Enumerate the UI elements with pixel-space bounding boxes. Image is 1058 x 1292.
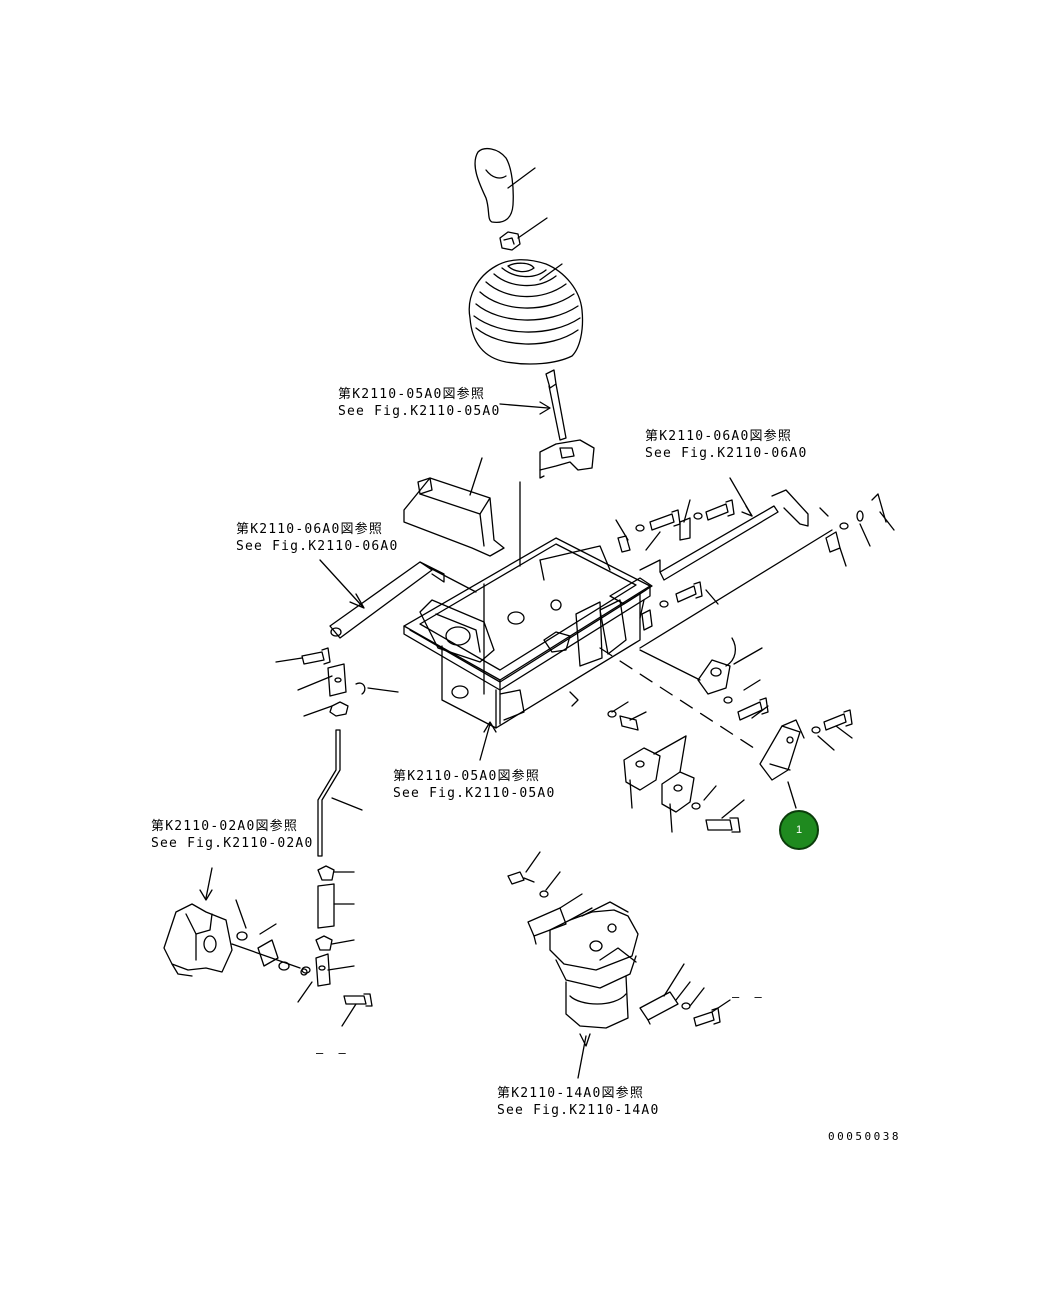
reference-02a0[interactable]: 第K2110-02A0図参照 See Fig.K2110-02A0 xyxy=(151,818,313,852)
reference-en: See Fig.K2110-05A0 xyxy=(338,404,501,419)
reference-jp: 第K2110-06A0図参照 xyxy=(645,429,793,444)
reference-14a0[interactable]: 第K2110-14A0図参照 See Fig.K2110-14A0 xyxy=(497,1085,659,1119)
reference-jp: 第K2110-06A0図参照 xyxy=(236,522,384,537)
switch-box-top xyxy=(403,477,505,557)
dash-mark: – – xyxy=(316,1046,350,1060)
left-rod-assembly xyxy=(301,647,373,1007)
grip-part xyxy=(474,147,514,224)
left-link-plate xyxy=(329,561,477,639)
left-valve xyxy=(163,903,308,977)
nut-part xyxy=(499,231,521,251)
reference-05a0-top[interactable]: 第K2110-05A0図参照 See Fig.K2110-05A0 xyxy=(338,386,500,420)
reference-06a0-left[interactable]: 第K2110-06A0図参照 See Fig.K2110-06A0 xyxy=(236,521,398,555)
dash-mark: – – xyxy=(732,990,766,1004)
reference-jp: 第K2110-14A0図参照 xyxy=(497,1086,645,1101)
reference-06a0-right[interactable]: 第K2110-06A0図参照 See Fig.K2110-06A0 xyxy=(645,428,807,462)
drawing-number: 00050038 xyxy=(828,1130,901,1143)
reference-jp: 第K2110-02A0図参照 xyxy=(151,819,299,834)
boot-part xyxy=(468,259,584,365)
part-callout-1[interactable]: 1 xyxy=(779,810,819,850)
bolts-right xyxy=(617,493,887,631)
callout-label: 1 xyxy=(795,824,803,836)
console-box xyxy=(403,537,651,729)
bracket-part xyxy=(759,709,853,781)
limit-switch xyxy=(697,637,769,721)
shroud-part xyxy=(419,481,525,695)
reference-en: See Fig.K2110-02A0 xyxy=(151,836,314,851)
reference-jp: 第K2110-05A0図参照 xyxy=(393,769,541,784)
pump-body xyxy=(507,871,639,1029)
right-rod xyxy=(575,489,809,667)
lever-part xyxy=(539,369,595,479)
reference-en: See Fig.K2110-14A0 xyxy=(497,1103,660,1118)
lower-brackets xyxy=(569,691,741,833)
bottom-right-hardware xyxy=(639,991,721,1027)
reference-jp: 第K2110-05A0図参照 xyxy=(338,387,486,402)
reference-en: See Fig.K2110-06A0 xyxy=(236,539,399,554)
reference-05a0-bottom[interactable]: 第K2110-05A0図参照 See Fig.K2110-05A0 xyxy=(393,768,555,802)
reference-en: See Fig.K2110-05A0 xyxy=(393,786,556,801)
reference-en: See Fig.K2110-06A0 xyxy=(645,446,808,461)
